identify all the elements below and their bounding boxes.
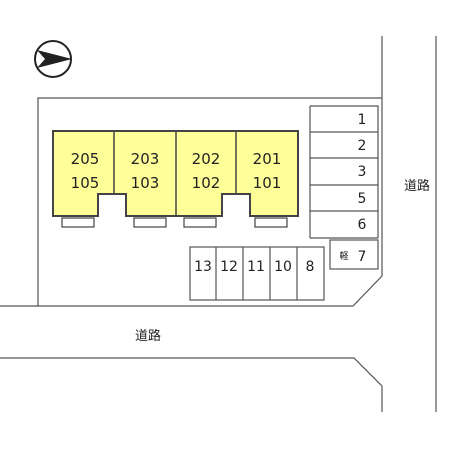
unit-label-lower: 101 xyxy=(253,174,282,192)
parking-stall-label: 13 xyxy=(194,259,212,275)
site-boundary xyxy=(0,36,383,307)
parking-stall-label: 12 xyxy=(220,259,238,275)
unit-label-lower: 103 xyxy=(131,174,160,192)
parking-stall-label: 2 xyxy=(358,138,367,154)
kei-car-tag: 軽 xyxy=(339,251,348,262)
parking-stall-label: 7 xyxy=(358,249,367,265)
unit-label-upper: 201 xyxy=(253,150,282,168)
unit-label-upper: 202 xyxy=(192,150,221,168)
entry-step xyxy=(133,217,167,228)
unit-label-lower: 105 xyxy=(71,174,100,192)
parking-right xyxy=(309,105,379,270)
north-arrow-icon xyxy=(34,40,72,78)
parking-bottom xyxy=(189,246,325,301)
parking-stall xyxy=(329,239,379,270)
parking-stall-label: 8 xyxy=(306,259,315,275)
unit-label-lower: 102 xyxy=(192,174,221,192)
entry-step xyxy=(254,217,288,228)
parking-stall-label: 11 xyxy=(247,259,265,275)
road-edge-lower xyxy=(0,357,383,412)
unit-label-upper: 205 xyxy=(71,150,100,168)
unit-label-upper: 203 xyxy=(131,150,160,168)
parking-stall-label: 6 xyxy=(358,217,367,233)
entry-step xyxy=(183,217,217,228)
parking-stall-label: 3 xyxy=(358,164,367,180)
parking-stall-label: 5 xyxy=(358,191,367,207)
road-label-bottom: 道路 xyxy=(135,328,161,344)
road-label-right: 道路 xyxy=(404,178,430,194)
parking-stall-label: 1 xyxy=(358,112,367,128)
entry-step xyxy=(61,217,95,228)
building-block xyxy=(52,130,299,228)
parking-stall-label: 10 xyxy=(274,259,292,275)
